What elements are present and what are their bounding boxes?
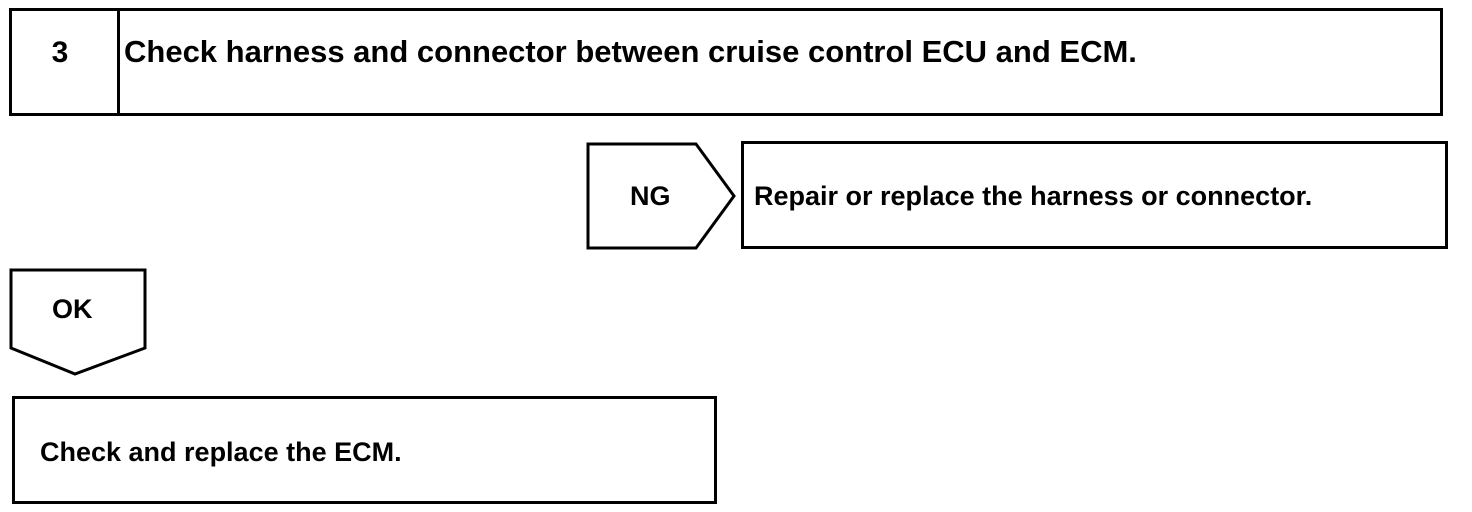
final-step-text: Check and replace the ECM. — [40, 437, 402, 467]
step-divider — [117, 11, 120, 113]
ng-arrow-shape — [586, 142, 736, 250]
final-step-box: Check and replace the ECM. — [12, 396, 717, 504]
ng-result-text: Repair or replace the harness or connect… — [754, 181, 1313, 211]
ok-label: OK — [52, 294, 93, 324]
step-title: Check harness and connector between crui… — [124, 34, 1137, 69]
step-number: 3 — [51, 36, 69, 69]
step-box — [9, 8, 1443, 116]
ng-label: NG — [630, 181, 671, 211]
ok-arrow-shape — [9, 268, 147, 376]
ng-result-box: Repair or replace the harness or connect… — [741, 141, 1448, 249]
